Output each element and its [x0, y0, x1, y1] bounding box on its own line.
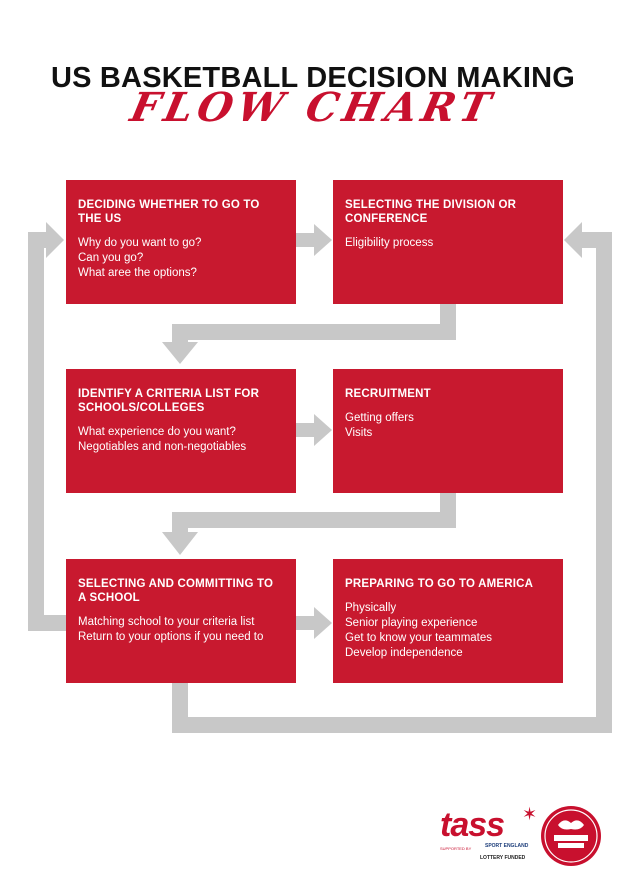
arrow-5-to-6	[296, 616, 316, 630]
tass-wordmark: tass	[440, 806, 505, 844]
box-line: Visits	[345, 427, 373, 439]
arrow-3-to-4-head	[314, 414, 332, 446]
star-icon: ✶	[522, 804, 538, 824]
loop-right-bottom	[172, 717, 612, 733]
loop-right-head	[564, 222, 582, 258]
box-line: Develop independence	[345, 647, 463, 659]
flow-box-deciding: DECIDING WHETHER TO GO TO THE US Why do …	[66, 180, 296, 304]
arrow-2-to-3-head	[162, 342, 198, 364]
box-heading: SELECTING AND COMMITTING TO A SCHOOL	[78, 578, 274, 604]
flow-box-preparing: PREPARING TO GO TO AMERICA Physically Se…	[333, 559, 563, 683]
box-heading: DECIDING WHETHER TO GO TO THE US	[78, 199, 260, 225]
arrow-4-to-5-stem	[172, 512, 188, 534]
box-heading: PREPARING TO GO TO AMERICA	[345, 578, 534, 590]
loop-left-head	[46, 222, 64, 258]
box-heading: SELECTING THE DIVISION OR CONFERENCE	[345, 199, 517, 225]
box-line: Matching school to your criteria list	[78, 616, 255, 628]
box-line: Negotiables and non-negotiables	[78, 441, 247, 453]
box-line: Getting offers	[345, 412, 414, 424]
flow-box-selecting-school: SELECTING AND COMMITTING TO A SCHOOL Mat…	[66, 559, 296, 683]
arrow-2-to-3-stem	[172, 324, 188, 344]
flow-box-division: SELECTING THE DIVISION OR CONFERENCE Eli…	[333, 180, 563, 304]
box-line: Get to know your teammates	[345, 632, 493, 644]
arrow-3-to-4	[296, 423, 316, 437]
box-line: Physically	[345, 602, 397, 614]
loop-right-vertical	[596, 232, 612, 733]
box-heading: IDENTIFY A CRITERIA LIST FOR SCHOOLS/COL…	[78, 388, 260, 414]
flow-box-criteria: IDENTIFY A CRITERIA LIST FOR SCHOOLS/COL…	[66, 369, 296, 493]
box-line: What aree the options?	[78, 267, 197, 279]
arrow-4-to-5-head	[162, 532, 198, 555]
arrow-5-to-6-head	[314, 607, 332, 639]
box-line: Eligibility process	[345, 237, 434, 249]
basketball-england-logo	[541, 806, 601, 866]
lottery-funded-text: LOTTERY FUNDED	[480, 855, 526, 861]
box-line: Why do you want to go?	[78, 237, 202, 249]
arrow-1-to-2	[296, 233, 316, 247]
sport-england-logo: SPORT ENGLAND	[485, 843, 529, 849]
loop-left-vertical	[28, 232, 44, 631]
box-heading: RECRUITMENT	[345, 388, 431, 400]
loop-right-top	[580, 232, 612, 248]
box-line: Return to your options if you need to	[78, 631, 264, 643]
loop-left-top	[28, 232, 48, 248]
arrow-1-to-2-head	[314, 224, 332, 256]
supported-by-text: SUPPORTED BY	[440, 846, 472, 851]
flow-box-recruitment: RECRUITMENT Getting offers Visits	[333, 369, 563, 493]
box-line: Senior playing experience	[345, 617, 478, 629]
arrow-4-to-5-across	[172, 512, 456, 528]
page-title: US BASKETBALL DECISION MAKING	[50, 62, 576, 94]
arrow-2-to-3-across	[172, 324, 456, 340]
box-line: What experience do you want?	[78, 426, 236, 438]
tass-logo: tass ✶ SUPPORTED BY	[440, 804, 537, 851]
box-line: Can you go?	[78, 252, 144, 264]
